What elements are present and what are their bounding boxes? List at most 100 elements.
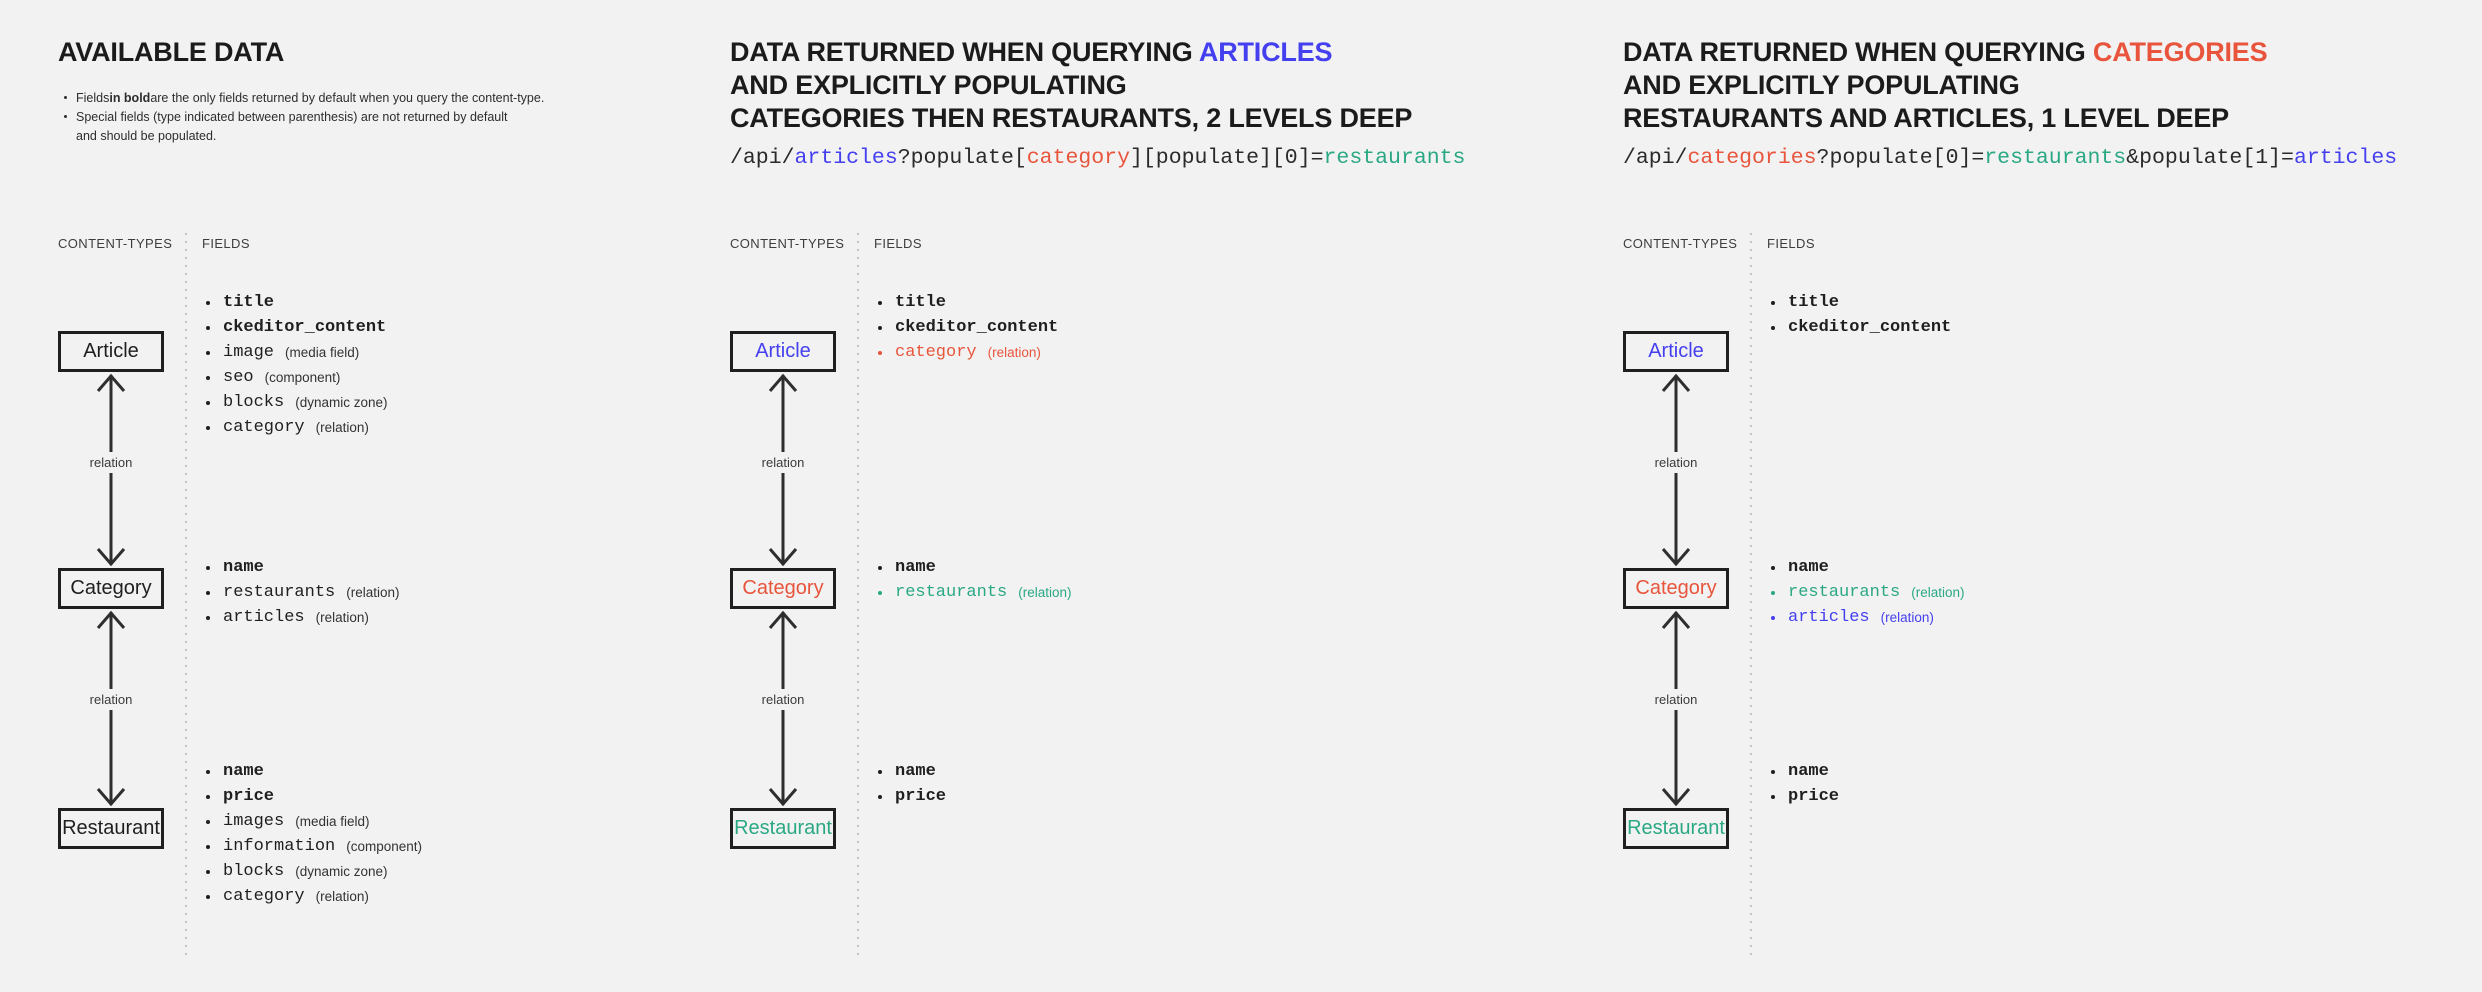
field-price: price bbox=[206, 784, 422, 809]
content-type-label: Restaurant bbox=[62, 817, 160, 839]
relation-label: relation bbox=[1623, 452, 1729, 473]
relation-label-text: relation bbox=[1651, 689, 1701, 710]
fields-header: FIELDS bbox=[1767, 236, 1815, 251]
field-blocks: blocks(dynamic zone) bbox=[206, 390, 388, 415]
field-type-annotation: (relation) bbox=[315, 610, 369, 625]
fields-header: FIELDS bbox=[202, 236, 250, 251]
field-name: name bbox=[206, 759, 422, 784]
content-types-header: CONTENT-TYPES bbox=[730, 236, 845, 251]
relation-label-text: relation bbox=[758, 452, 808, 473]
field-price: price bbox=[1771, 784, 1839, 809]
code-token-red: category bbox=[1026, 146, 1130, 170]
field-type-annotation: (relation) bbox=[1880, 610, 1934, 625]
code-token-teal: restaurants bbox=[1984, 146, 2127, 170]
note-text: and should be populated. bbox=[76, 128, 217, 143]
field-ckeditor_content: ckeditor_content bbox=[878, 315, 1058, 340]
bullet-dot-icon bbox=[206, 590, 210, 595]
field-name: blocks bbox=[223, 393, 285, 412]
field-name: information bbox=[223, 837, 336, 856]
panel-title-line: DATA RETURNED WHEN QUERYING CATEGORIES bbox=[1623, 36, 2268, 69]
note-text: Special fields (type indicated between p… bbox=[76, 109, 508, 124]
content-type-box-restaurant: Restaurant bbox=[1623, 808, 1729, 849]
bullet-dot-icon bbox=[878, 325, 882, 330]
bullet-dot-icon bbox=[878, 794, 882, 799]
code-token: ?populate[ bbox=[897, 146, 1027, 170]
title-text: AVAILABLE DATA bbox=[58, 37, 285, 67]
title-text: DATA RETURNED WHEN QUERYING bbox=[730, 37, 1199, 67]
fields-divider bbox=[185, 233, 187, 957]
content-type-box-category: Category bbox=[730, 568, 836, 609]
field-ckeditor_content: ckeditor_content bbox=[206, 315, 388, 340]
note-text: Fields bbox=[76, 90, 110, 105]
panel-title-line: AND EXPLICITLY POPULATING bbox=[1623, 69, 2267, 102]
field-type-annotation: (media field) bbox=[295, 814, 370, 829]
content-type-box-restaurant: Restaurant bbox=[730, 808, 836, 849]
field-type-annotation: (component) bbox=[264, 370, 341, 385]
bullet-dot-icon bbox=[1771, 769, 1775, 774]
field-name: name bbox=[1788, 762, 1829, 781]
field-name: ckeditor_content bbox=[223, 318, 387, 337]
field-type-annotation: (relation) bbox=[315, 420, 369, 435]
bullet-dot-icon bbox=[206, 300, 210, 305]
panel-title-line: AND EXPLICITLY POPULATING bbox=[730, 69, 1412, 102]
bullet-dot-icon bbox=[206, 615, 210, 620]
field-type-annotation: (relation) bbox=[1018, 585, 1072, 600]
field-category: category(relation) bbox=[206, 415, 388, 440]
title-highlight-red: CATEGORIES bbox=[2092, 37, 2268, 67]
relation-label: relation bbox=[1623, 689, 1729, 710]
title-text: RESTAURANTS AND ARTICLES, 1 LEVEL DEEP bbox=[1623, 103, 2229, 133]
field-name: images bbox=[223, 812, 285, 831]
bullet-dot-icon bbox=[1771, 565, 1775, 570]
relation-label: relation bbox=[730, 452, 836, 473]
field-name: articles bbox=[223, 608, 305, 627]
field-information: information(component) bbox=[206, 834, 422, 859]
bullet-dot-icon bbox=[206, 819, 210, 824]
content-type-label: Restaurant bbox=[734, 817, 832, 839]
title-text: CATEGORIES THEN RESTAURANTS, 2 LEVELS DE… bbox=[730, 103, 1413, 133]
note-text: are the only fields returned by default … bbox=[150, 90, 545, 105]
relation-arrow bbox=[761, 609, 805, 813]
bullet-dot-icon bbox=[206, 325, 210, 330]
relation-label: relation bbox=[730, 689, 836, 710]
field-articles: articles (relation) bbox=[1771, 605, 1965, 630]
code-token-blue: articles bbox=[2293, 146, 2398, 170]
field-name: price bbox=[223, 787, 275, 806]
relation-label-text: relation bbox=[758, 689, 808, 710]
note-text: in bold bbox=[109, 90, 151, 105]
content-types-header: CONTENT-TYPES bbox=[1623, 236, 1738, 251]
title-highlight-blue: ARTICLES bbox=[1198, 37, 1333, 67]
content-type-box-category: Category bbox=[58, 568, 164, 609]
field-list-restaurant: name price images (media field) information(… bbox=[206, 759, 422, 909]
field-name: title bbox=[223, 293, 275, 312]
content-type-box-category: Category bbox=[1623, 568, 1729, 609]
note-line: and should be populated. bbox=[64, 126, 544, 145]
bullet-icon bbox=[64, 96, 76, 99]
code-token: ][populate][0]= bbox=[1129, 146, 1324, 170]
field-title: title bbox=[878, 290, 1058, 315]
code-token: ?populate[0]= bbox=[1816, 146, 1985, 170]
field-name: price bbox=[1788, 787, 1840, 806]
relation-label: relation bbox=[58, 689, 164, 710]
note-line: Special fields (type indicated between p… bbox=[64, 107, 544, 126]
code-token-teal: restaurants bbox=[1323, 146, 1466, 170]
field-restaurants: restaurants(relation) bbox=[878, 580, 1072, 605]
bullet-dot-icon bbox=[878, 565, 882, 570]
field-type-annotation: (relation) bbox=[346, 585, 400, 600]
bullet-dot-icon bbox=[206, 869, 210, 874]
field-name: name bbox=[1788, 558, 1829, 577]
content-type-label: Category bbox=[1635, 577, 1717, 599]
fields-header: FIELDS bbox=[874, 236, 922, 251]
field-name: price bbox=[895, 787, 947, 806]
field-image: image(media field) bbox=[206, 340, 388, 365]
field-name: articles bbox=[1788, 608, 1870, 627]
panel-title-line: DATA RETURNED WHEN QUERYING ARTICLES bbox=[730, 36, 1412, 69]
bullet-dot-icon bbox=[1771, 300, 1775, 305]
field-price: price bbox=[878, 784, 946, 809]
